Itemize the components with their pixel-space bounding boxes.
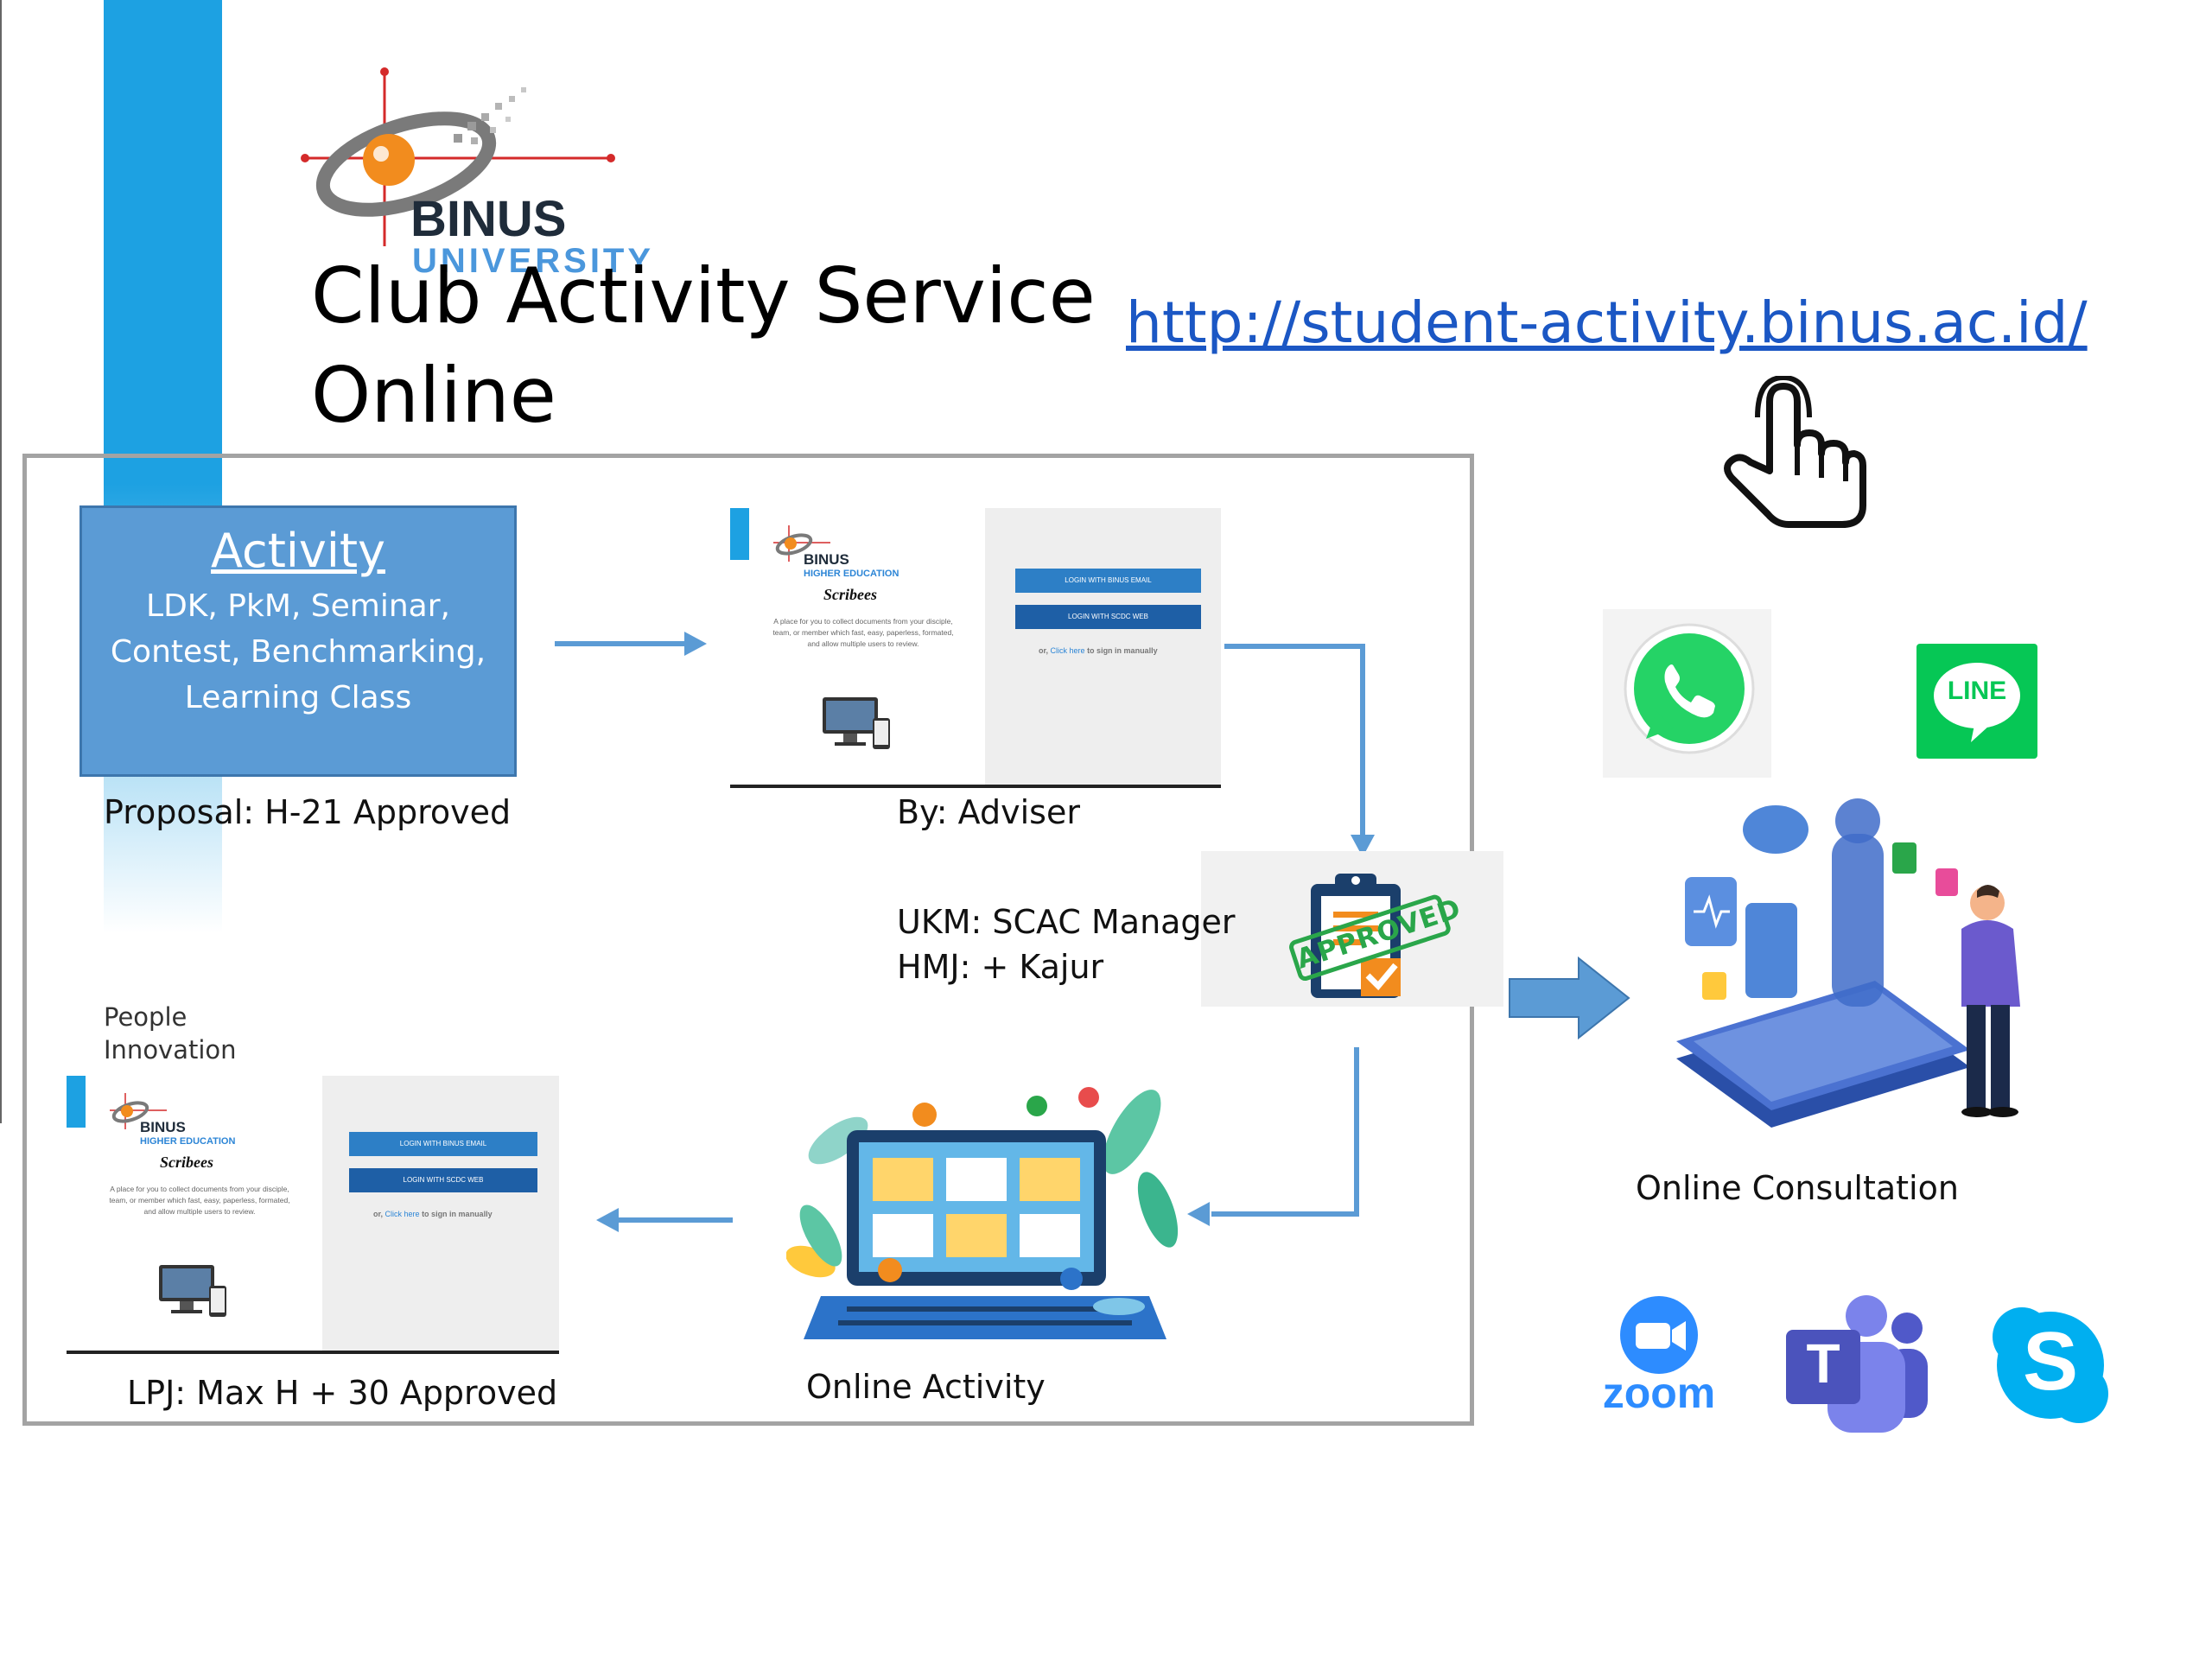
screenshot-right-panel bbox=[985, 508, 1221, 785]
online-activity-illustration bbox=[786, 1087, 1179, 1339]
arrow-to-consultation-icon bbox=[1509, 956, 1630, 1040]
screenshot-accent bbox=[67, 1076, 86, 1128]
teams-icon bbox=[1786, 1295, 1928, 1433]
screenshot-logo-icon bbox=[110, 1093, 167, 1129]
activity-desc-line-1: LDK, PkM, Seminar, bbox=[146, 588, 450, 624]
screenshot-app-name: Scribees bbox=[823, 586, 877, 603]
screenshot-devices-icon bbox=[159, 1265, 226, 1317]
manual-login-prefix: or, bbox=[373, 1210, 384, 1218]
title-line-1: Club Activity Service bbox=[311, 251, 1096, 340]
adviser-label: By: Adviser bbox=[897, 793, 1080, 831]
online-activity-label: Online Activity bbox=[806, 1368, 1046, 1406]
login-binus-email-button[interactable]: LOGIN WITH BINUS EMAIL bbox=[1015, 569, 1201, 593]
hmj-label: HMJ: + Kajur bbox=[897, 948, 1104, 986]
student-activity-link[interactable]: http://student-activity.binus.ac.id/ bbox=[1126, 289, 2088, 356]
activity-description: LDK, PkM, Seminar, Contest, Benchmarking… bbox=[82, 583, 514, 721]
online-consultation-illustration bbox=[1676, 798, 2020, 1128]
manual-login-text: or, Click here to sign in manually bbox=[373, 1210, 493, 1218]
manual-login-suffix: to sign in manually bbox=[1087, 646, 1158, 655]
people-text: People bbox=[104, 1002, 188, 1032]
login-binus-email-button[interactable]: LOGIN WITH BINUS EMAIL bbox=[349, 1132, 537, 1156]
activity-title: Activity bbox=[211, 524, 385, 578]
pointer-hand-icon bbox=[1724, 376, 1866, 528]
login-scdc-web-button[interactable]: LOGIN WITH SCDC WEB bbox=[349, 1168, 537, 1192]
line-tile: LINE bbox=[1916, 644, 2037, 759]
manual-login-text: or, Click here to sign in manually bbox=[1039, 646, 1158, 655]
innovation-text: Innovation bbox=[104, 1035, 237, 1065]
manual-login-suffix: to sign in manually bbox=[422, 1210, 493, 1218]
elbow-arrow-left-icon bbox=[1187, 1047, 1359, 1226]
accent-bar bbox=[104, 0, 222, 484]
binus-logo: BINUS UNIVERSITY bbox=[298, 65, 661, 289]
page-title: Club Activity Service Online bbox=[311, 246, 1096, 445]
zoom-logo: zoom bbox=[1594, 1292, 1724, 1421]
line-bubble-icon bbox=[1934, 663, 2020, 742]
screenshot-app-name: Scribees bbox=[160, 1154, 213, 1171]
activity-box: Activity LDK, PkM, Seminar, Contest, Ben… bbox=[79, 505, 517, 777]
screenshot-left-panel bbox=[67, 1076, 323, 1351]
skype-logo: S bbox=[1986, 1300, 2115, 1430]
zoom-icon bbox=[1620, 1296, 1698, 1374]
manual-login-link[interactable]: Click here bbox=[1050, 646, 1085, 655]
teams-logo: T bbox=[1784, 1292, 1931, 1434]
skype-letter: S bbox=[2022, 1315, 2079, 1408]
screenshot-sub: HIGHER EDUCATION bbox=[804, 569, 899, 579]
screenshot-accent bbox=[730, 508, 749, 560]
screenshot-brand: BINUS bbox=[804, 551, 849, 568]
manual-login-link[interactable]: Click here bbox=[385, 1210, 420, 1218]
activity-desc-line-3: Learning Class bbox=[184, 680, 412, 715]
scribees-lpj-screenshot: BINUS HIGHER EDUCATION Scribees A place … bbox=[67, 1076, 559, 1354]
manual-login-prefix: or, bbox=[1039, 646, 1049, 655]
login-scdc-web-button[interactable]: LOGIN WITH SCDC WEB bbox=[1015, 605, 1201, 629]
title-line-2: Online bbox=[311, 351, 556, 440]
screenshot-sub: HIGHER EDUCATION bbox=[140, 1136, 236, 1147]
screenshot-devices-icon bbox=[823, 697, 890, 749]
lpj-label: LPJ: Max H + 30 Approved bbox=[127, 1374, 558, 1412]
line-logo-text: LINE bbox=[1947, 677, 2007, 705]
online-consultation-label: Online Consultation bbox=[1636, 1169, 1959, 1207]
elbow-arrow-down-icon bbox=[1224, 644, 1375, 857]
approved-clipboard-icon bbox=[1289, 874, 1451, 998]
screenshot-logo-icon bbox=[773, 525, 830, 562]
logo-brand-text: BINUS bbox=[410, 191, 567, 247]
zoom-wordmark: zoom bbox=[1602, 1369, 1716, 1417]
screenshot-right-panel bbox=[322, 1076, 559, 1351]
screenshot-description: A place for you to collect documents fro… bbox=[772, 617, 954, 648]
people-innovation-label: People Innovation bbox=[104, 1001, 237, 1066]
arrow-left-icon bbox=[596, 1208, 733, 1232]
screenshot-left-panel bbox=[730, 508, 986, 785]
whatsapp-tile bbox=[1603, 609, 1771, 778]
logo-sub-text: UNIVERSITY bbox=[412, 242, 655, 280]
screenshot-description: A place for you to collect documents fro… bbox=[109, 1185, 290, 1216]
arrow-right-icon bbox=[555, 632, 707, 656]
left-edge-line bbox=[0, 0, 2, 1123]
teams-letter: T bbox=[1806, 1332, 1840, 1395]
scribees-login-screenshot: BINUS HIGHER EDUCATION Scribees A place … bbox=[730, 508, 1221, 788]
screenshot-brand: BINUS bbox=[140, 1119, 186, 1135]
proposal-label: Proposal: H-21 Approved bbox=[104, 793, 512, 831]
ukm-label: UKM: SCAC Manager bbox=[897, 903, 1236, 941]
whatsapp-icon bbox=[1624, 623, 1755, 754]
skype-icon bbox=[1993, 1307, 2108, 1423]
logo-emblem-icon bbox=[301, 67, 615, 246]
activity-desc-line-2: Contest, Benchmarking, bbox=[110, 634, 486, 670]
